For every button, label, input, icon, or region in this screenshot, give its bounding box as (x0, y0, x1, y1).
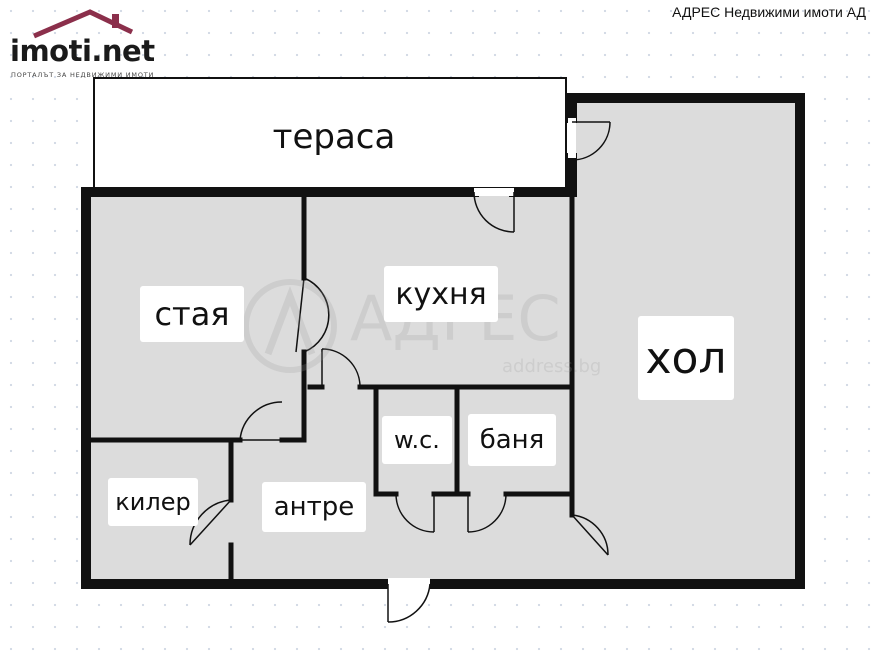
door-gap-entrance (388, 578, 430, 590)
room-label-wc: w.c. (382, 416, 452, 464)
exterior-walls (81, 93, 805, 589)
room-label-room: стая (140, 286, 244, 342)
agency-name: АДРЕС Недвижими имоти АД (672, 4, 866, 20)
room-label-bath: баня (468, 414, 556, 466)
room-label-kitchen: кухня (384, 266, 498, 322)
room-label-terrace: тераса (272, 117, 396, 157)
room-label-pantry: килер (108, 478, 198, 526)
door-gap-kitchen (474, 188, 514, 196)
room-label-living: хол (638, 316, 734, 400)
room-label-hall: антре (262, 482, 366, 532)
logo-tagline: ПОРТАЛЪТ ЗА НЕДВИЖИМИ ИМОТИ (11, 71, 155, 79)
site-logo[interactable]: imoti.net ПОРТАЛЪТ ЗА НЕДВИЖИМИ ИМОТИ (8, 8, 178, 80)
door-gap-terrace (568, 118, 576, 158)
logo-text: imoti.net (10, 34, 155, 68)
interior-walls (85, 189, 575, 583)
house-roof-icon (33, 9, 134, 39)
doors (189, 118, 611, 623)
